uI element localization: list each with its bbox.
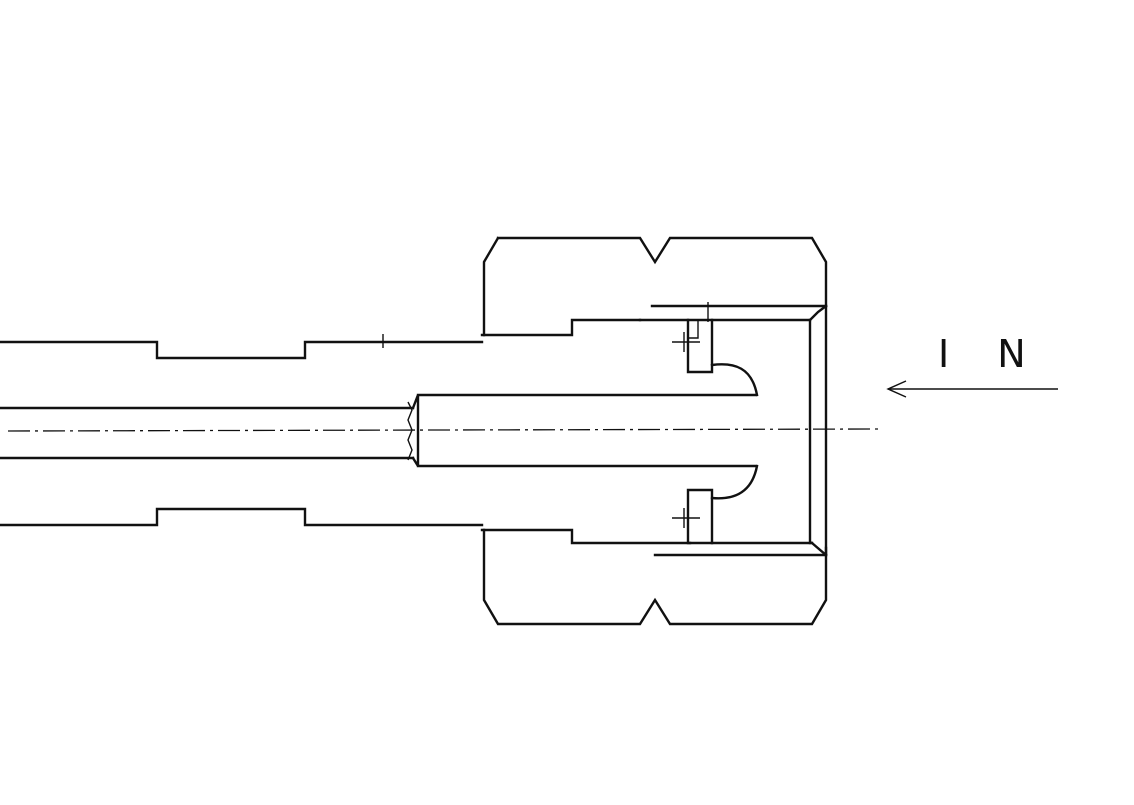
ferrule-top xyxy=(686,318,714,374)
pipe-end-chamfer xyxy=(407,401,413,461)
flow-arrow-head xyxy=(886,380,907,398)
ferrule-bottom xyxy=(686,488,714,545)
hex-nut-outline xyxy=(482,236,828,626)
ferrule-top-cap xyxy=(710,363,759,397)
ferrule-top-detail xyxy=(672,319,700,352)
inserted-pipe xyxy=(411,393,757,468)
flow-direction-label: I N xyxy=(938,332,1044,376)
nut-inner-top xyxy=(638,304,828,322)
tube-outer-top-edge xyxy=(0,340,484,360)
ferrule-bottom-cap xyxy=(710,464,759,500)
nut-inner-bottom xyxy=(653,541,828,557)
body-shoulder-bottom xyxy=(480,528,692,545)
nut-face xyxy=(808,304,828,557)
ferrule-bottom-detail xyxy=(672,508,700,528)
center-line xyxy=(7,428,881,432)
tube-outer-bottom-edge xyxy=(0,507,484,527)
body-shoulder-top xyxy=(480,318,642,337)
